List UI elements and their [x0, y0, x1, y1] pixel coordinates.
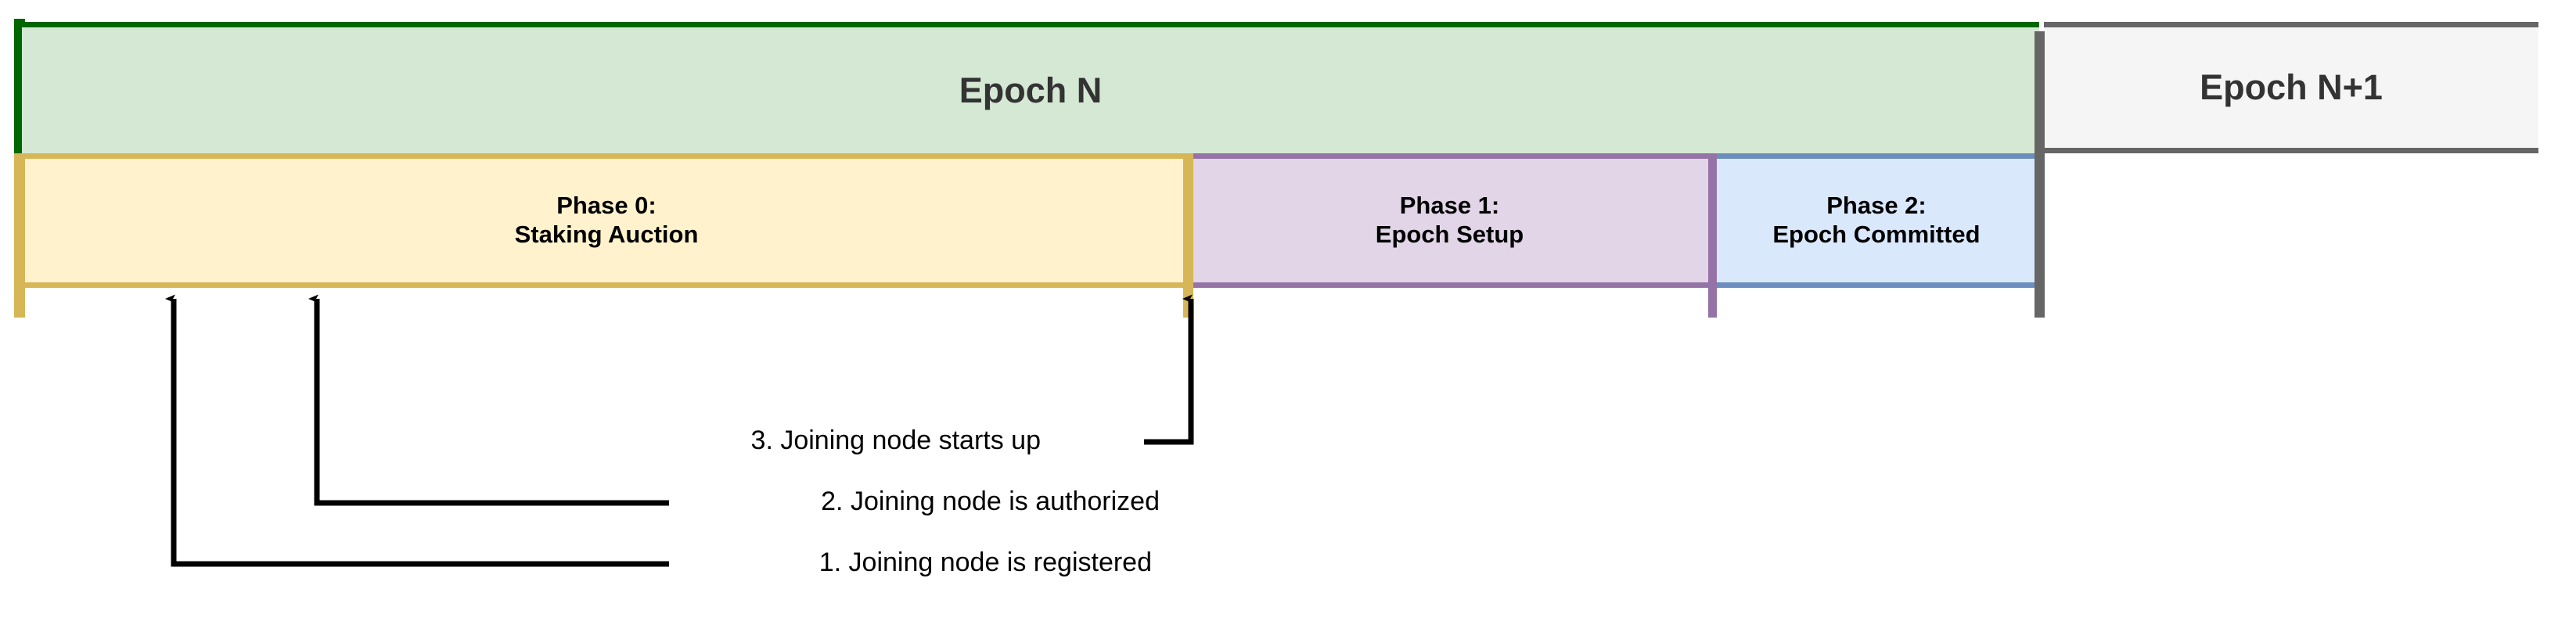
phase-1-subtitle: Epoch Setup [1375, 221, 1524, 248]
annotation-2-label: 2. Joining node is authorized [821, 487, 1160, 516]
phase-2-box: Phase 2: Epoch Committed [1714, 153, 2039, 288]
phase-0-box: Phase 0: Staking Auction [22, 153, 1191, 288]
annotation-3-label: 3. Joining node starts up [750, 426, 1041, 455]
epoch-n-plus-1-label: Epoch N+1 [2200, 67, 2383, 108]
annotation-1-label: 1. Joining node is registered [818, 548, 1152, 577]
epoch-n-box: Epoch N [22, 22, 2039, 153]
phase-0-left-boundary-bar [14, 153, 25, 318]
phase-0-subtitle: Staking Auction [514, 221, 699, 248]
epoch-boundary-bar [2035, 31, 2045, 318]
phase-2-subtitle: Epoch Committed [1772, 221, 1981, 248]
phase-0-title: Phase 0: [556, 192, 657, 220]
phase-1-right-boundary-bar [1708, 153, 1717, 318]
epoch-n-plus-1-box: Epoch N+1 [2044, 22, 2538, 153]
leader-line-annotation-3 [1144, 299, 1194, 445]
phase-1-box: Phase 1: Epoch Setup [1191, 153, 1714, 288]
leader-line-annotation-2 [317, 299, 669, 506]
epoch-n-label: Epoch N [959, 70, 1103, 110]
phase-0-right-boundary-bar [1183, 153, 1193, 318]
phase-2-title: Phase 2: [1826, 192, 1927, 220]
phase-1-title: Phase 1: [1399, 192, 1500, 220]
